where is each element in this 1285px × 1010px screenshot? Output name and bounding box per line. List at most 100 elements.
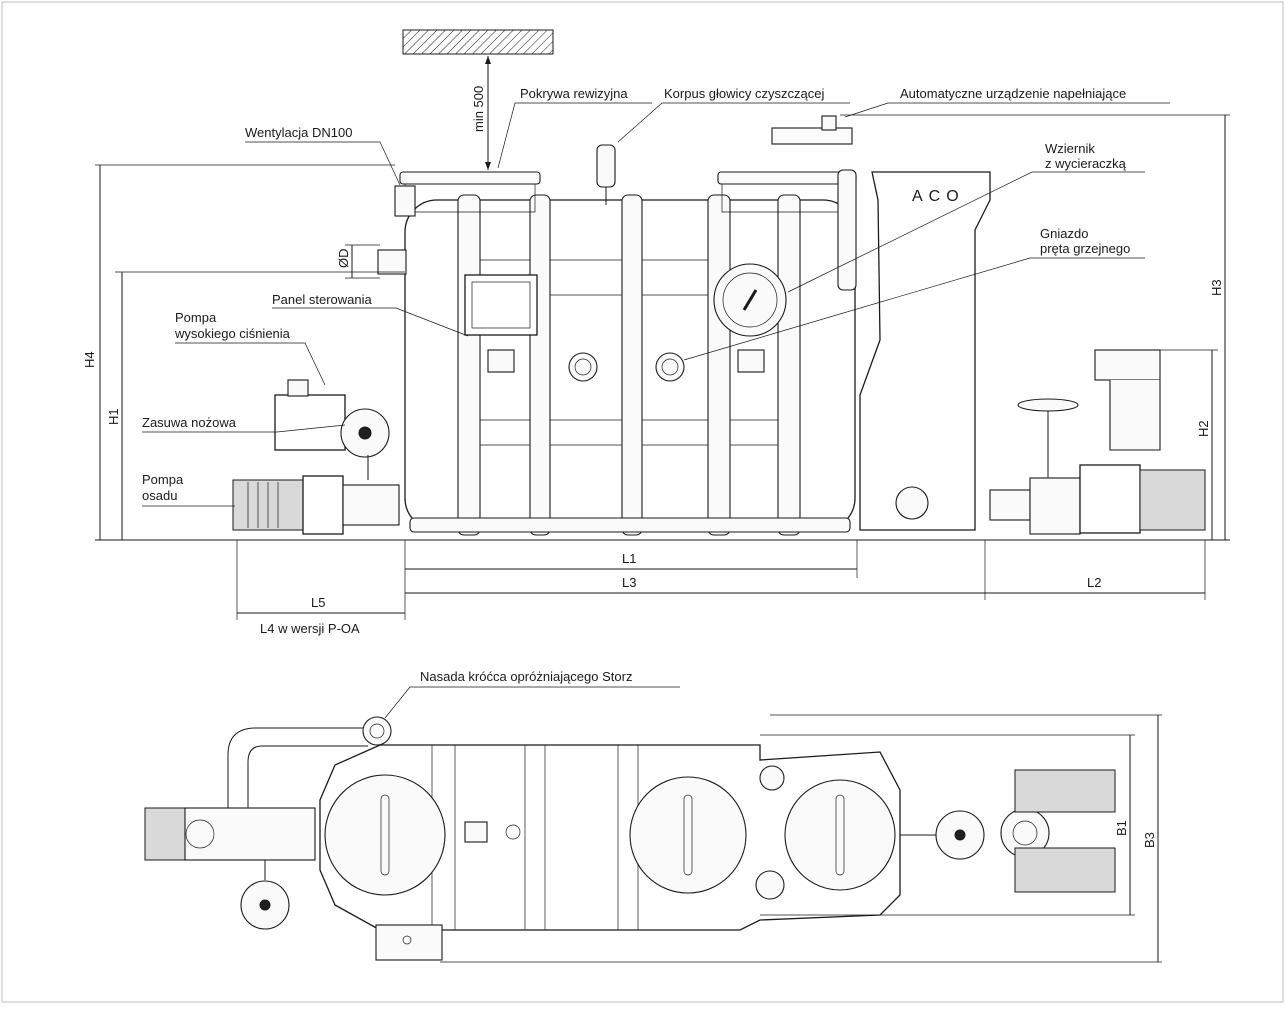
min500-arrow-top — [485, 56, 491, 64]
side-view: min 500 ØD — [82, 29, 1230, 636]
automat-leader — [844, 102, 1170, 118]
top-detail-dial — [755, 870, 785, 900]
korpus-label: Korpus głowicy czyszczącej — [664, 86, 824, 101]
filling-valve — [821, 115, 837, 131]
pompa-os-label-1: Pompa — [142, 472, 184, 487]
nasada-label: Nasada króćca opróżniającego Storz — [420, 669, 632, 684]
top-left-handwheel-hub — [259, 899, 271, 911]
inlet-nozzle — [377, 249, 407, 275]
heater-socket-2-inner — [661, 358, 679, 376]
pompa-wys-label-2: wysokiego ciśnienia — [174, 326, 291, 341]
plate-1 — [487, 349, 515, 373]
nasada-leader — [384, 686, 680, 719]
heater-socket-1-inner — [574, 358, 592, 376]
panel-leader — [272, 307, 469, 337]
l3-label: L3 — [622, 575, 636, 590]
pompa-wys-leader — [175, 342, 326, 386]
control-panel-face — [471, 281, 531, 329]
tank-base — [409, 517, 851, 533]
h1-label: H1 — [106, 408, 121, 425]
top-pipe-outer — [227, 727, 368, 815]
right-pump-head — [1094, 349, 1161, 381]
cleaning-head — [596, 144, 616, 188]
h4-label: H4 — [82, 351, 97, 368]
top-left-motor — [144, 807, 186, 861]
tank-rib-2 — [529, 194, 551, 536]
right-pump-motor — [1139, 469, 1206, 531]
wziernik-leader — [787, 171, 1145, 293]
top-detail-square — [464, 821, 488, 843]
top-right-handwheel-hub — [954, 829, 966, 841]
l2-label: L2 — [1087, 575, 1101, 590]
sludge-pump-body — [302, 475, 344, 535]
top-bracket-hole — [402, 935, 412, 945]
high-pressure-pump — [274, 394, 346, 451]
right-lid — [717, 171, 857, 185]
heater-socket-2 — [655, 352, 685, 382]
automat-label: Automatyczne urządzenie napełniające — [900, 86, 1126, 101]
wziernik-label-1: Wziernik — [1045, 141, 1095, 156]
control-panel — [464, 274, 538, 336]
top-lid-2-handle — [683, 794, 693, 876]
motor-fins — [247, 482, 279, 528]
sludge-pump-flange — [342, 484, 400, 526]
wentylacja-label: Wentylacja DN100 — [245, 125, 352, 140]
gniazdo-label-1: Gniazdo — [1040, 226, 1088, 241]
min500-label: min 500 — [471, 86, 486, 132]
tank-rib-3 — [621, 194, 643, 536]
top-right-motor-2 — [1014, 847, 1116, 893]
gniazdo-label-2: pręta grzejnego — [1040, 241, 1130, 256]
panel-label: Panel sterowania — [272, 292, 372, 307]
sight-glass-wiper — [742, 289, 758, 311]
ceiling-hatch — [402, 29, 554, 55]
heater-socket-1 — [568, 352, 598, 382]
left-lid — [399, 171, 541, 185]
b1-label: B1 — [1114, 820, 1129, 836]
aco-logo: ACO — [912, 188, 965, 205]
top-left-pump — [184, 807, 316, 861]
top-detail-fitting — [759, 765, 785, 791]
chamber-port — [895, 486, 929, 520]
top-lid-1-handle — [380, 794, 390, 876]
top-lid-3-handle — [835, 794, 845, 876]
od-label: ØD — [336, 249, 351, 269]
zasuwa-leader — [142, 424, 346, 433]
pokrywa-leader — [497, 102, 652, 169]
top-right-pump-port-inner — [1012, 820, 1038, 846]
right-pump-housing — [1079, 464, 1141, 534]
gniazdo-leader — [683, 257, 1145, 361]
korpus-leader — [617, 102, 850, 143]
top-left-pump-port — [185, 819, 215, 849]
top-bottom-bracket — [375, 924, 443, 961]
tank-rib-5 — [777, 194, 801, 536]
pompa-wys-label-1: Pompa — [175, 310, 217, 325]
filling-device — [771, 127, 853, 145]
sight-glass-inner — [722, 272, 778, 328]
top-view: B3 B1 Nasada króćca opróżniającego Storz — [144, 669, 1162, 963]
top-lid-2 — [629, 776, 747, 894]
filling-pipe — [837, 169, 857, 291]
pump-top — [287, 379, 309, 397]
tank-rib-4 — [707, 194, 731, 536]
h3-label: H3 — [1209, 279, 1224, 296]
pokrywa-label: Pokrywa rewizyjna — [520, 86, 628, 101]
right-gate-valve — [1029, 477, 1081, 535]
min500-arrow-bottom — [485, 162, 491, 170]
b3-label: B3 — [1142, 832, 1157, 848]
wziernik-label-2: z wycieraczką — [1045, 156, 1127, 171]
separator-chamber — [859, 171, 991, 531]
top-right-motor-1 — [1014, 769, 1116, 813]
zasuwa-label: Zasuwa nożowa — [142, 415, 237, 430]
l4-label: L4 w wersji P-OA — [260, 621, 360, 636]
storz-nozzle-inner — [369, 723, 385, 739]
wentylacja-leader — [245, 141, 401, 186]
h2-label: H2 — [1196, 420, 1211, 437]
l1-label: L1 — [622, 551, 636, 566]
top-body — [319, 744, 901, 931]
top-pipe-inner — [247, 745, 368, 815]
top-detail-circle — [505, 824, 521, 840]
vent-pipe — [394, 185, 416, 217]
top-lid-3 — [784, 779, 896, 891]
